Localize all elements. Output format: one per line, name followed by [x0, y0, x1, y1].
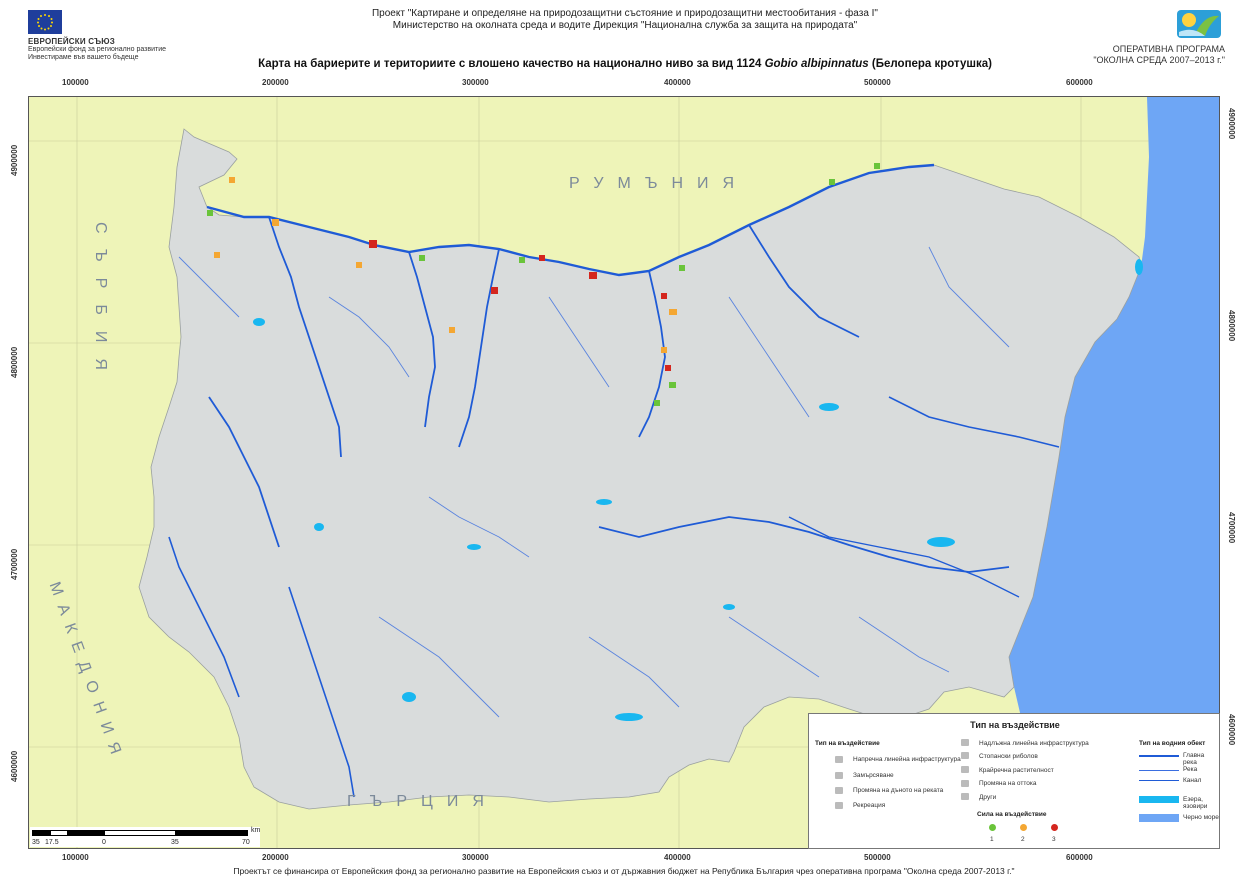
legend-impact-item: Други	[979, 794, 997, 801]
map-svg	[29, 97, 1219, 848]
x-tick-bottom: 500000	[864, 853, 891, 862]
scale-segment	[68, 830, 104, 836]
legend-impact-item: Рекреация	[853, 802, 886, 809]
x-tick-top: 100000	[62, 78, 89, 87]
y-tick-right: 4800000	[1227, 310, 1236, 342]
legend-impact-item: Замърсяване	[853, 772, 894, 779]
map-canvas[interactable]: РУМЪНИЯ СЪРБИЯ МАКЕДОНИЯ ГЪРЦИЯ	[28, 96, 1220, 849]
country-label-romania: РУМЪНИЯ	[569, 175, 749, 192]
impact-icon-longitudinal	[961, 739, 969, 746]
scale-segment	[50, 830, 68, 836]
impact-icon-pollution	[835, 772, 843, 779]
x-tick-top: 500000	[864, 78, 891, 87]
river-swatch	[1139, 770, 1179, 771]
y-tick-left: 4900000	[10, 144, 19, 176]
legend-panel: Тип на въздействие Тип на въздействие На…	[808, 713, 1220, 849]
project-header: Проект "Картиране и определяне на природ…	[300, 8, 950, 32]
legend-impact-item: Промяна на оттока	[979, 780, 1037, 787]
strength-2-icon	[1020, 824, 1027, 831]
legend-impact-item: Надлъжна линейна инфраструктура	[979, 740, 1089, 747]
footer-funding-note: Проектът се финансира от Европейския фон…	[233, 866, 1015, 876]
legend-title: Тип на въздействие	[970, 720, 1060, 730]
x-tick-top: 300000	[462, 78, 489, 87]
eu-flag-logo	[28, 10, 62, 34]
x-tick-top: 200000	[262, 78, 289, 87]
x-tick-bottom: 200000	[262, 853, 289, 862]
x-tick-bottom: 100000	[62, 853, 89, 862]
strength-1-icon	[989, 824, 996, 831]
black-sea	[1009, 97, 1219, 848]
op-line1: ОПЕРАТИВНА ПРОГРАМА	[1112, 44, 1225, 54]
legend-impact-header: Тип на въздействие	[815, 740, 880, 747]
eu-line2: Европейски фонд за регионално развитие	[28, 46, 167, 53]
eu-line3: Инвестираме във вашето бъдеще	[28, 54, 139, 61]
y-tick-right: 4600000	[1227, 714, 1236, 746]
scale-segment	[104, 830, 176, 836]
impact-markers	[207, 163, 880, 406]
legend-water-item: Черно море	[1183, 814, 1219, 821]
legend-water-item: Канал	[1183, 777, 1202, 784]
op-text: ОПЕРАТИВНА ПРОГРАМА "ОКОЛНА СРЕДА 2007–2…	[1040, 44, 1225, 66]
x-tick-bottom: 300000	[462, 853, 489, 862]
eu-text: ЕВРОПЕЙСКИ СЪЮЗ Европейски фонд за регио…	[28, 38, 218, 62]
legend-impact-item: Промяна на дъното на реката	[853, 787, 944, 794]
op-environment-logo	[1175, 8, 1223, 40]
main-rivers	[168, 163, 1060, 798]
lakes-reservoirs	[253, 259, 1143, 721]
legend-water-item: Езера, язовири	[1183, 796, 1208, 810]
minor-rivers	[178, 246, 1010, 718]
scale-bar: 35 17.5 0 35 70 km	[30, 827, 260, 847]
scale-label: 17.5	[45, 839, 59, 846]
legend-water-item: Река	[1183, 766, 1198, 773]
impact-icon-fishing	[961, 752, 969, 759]
impact-icon-vegetation	[961, 766, 969, 773]
strength-label: 1	[990, 836, 994, 843]
x-tick-top: 400000	[664, 78, 691, 87]
legend-strength-header: Сила на въздействие	[977, 811, 1047, 818]
y-tick-left: 4800000	[10, 346, 19, 378]
impact-icon-flow	[961, 780, 969, 787]
x-tick-bottom: 400000	[664, 853, 691, 862]
op-line2: "ОКОЛНА СРЕДА 2007–2013 г."	[1093, 55, 1225, 65]
legend-impact-item: Стопански риболов	[979, 753, 1038, 760]
country-label-greece: ГЪРЦИЯ	[347, 793, 498, 810]
main-river-swatch	[1139, 755, 1179, 757]
scale-label: 0	[102, 839, 106, 846]
scale-unit: km	[251, 827, 261, 834]
legend-impact-item: Крайречна растителност	[979, 767, 1054, 774]
y-tick-right: 4700000	[1227, 512, 1236, 544]
scale-segment	[176, 830, 248, 836]
canal-swatch	[1139, 780, 1179, 781]
project-line1: Проект "Картиране и определяне на природ…	[371, 8, 878, 19]
eu-line1: ЕВРОПЕЙСКИ СЪЮЗ	[28, 37, 115, 46]
map-title-prefix: Карта на бариерите и териториите с влоше…	[258, 58, 765, 70]
x-tick-bottom: 600000	[1066, 853, 1093, 862]
impact-icon-recreation	[835, 802, 843, 809]
strength-3-icon	[1051, 824, 1058, 831]
strength-label: 3	[1052, 836, 1056, 843]
impact-icon-other	[961, 793, 969, 800]
black-sea-swatch	[1139, 814, 1179, 822]
impact-icon-riverbed	[835, 787, 843, 794]
y-tick-left: 4600000	[10, 750, 19, 782]
map-title: Карта на бариерите и териториите с влоше…	[200, 58, 1050, 70]
scale-label: 70	[242, 839, 250, 846]
legend-water-header: Тип на водния обект	[1139, 740, 1206, 747]
x-tick-top: 600000	[1066, 78, 1093, 87]
scale-label: 35	[32, 839, 40, 846]
scale-segment	[32, 830, 50, 836]
map-title-species: Gobio albipinnatus	[764, 58, 869, 70]
lakes-swatch	[1139, 796, 1179, 803]
legend-water-item: Главна река	[1183, 752, 1205, 766]
impact-icon-transverse	[835, 756, 843, 763]
y-tick-left: 4700000	[10, 548, 19, 580]
y-tick-right: 4900000	[1227, 108, 1236, 140]
bulgaria-territory	[138, 128, 1142, 810]
project-line2: Министерство на околната среда и водите …	[392, 20, 858, 31]
map-title-suffix: (Белопера кротушка)	[868, 58, 992, 70]
country-label-serbia: СЪРБИЯ	[92, 222, 109, 386]
scale-label: 35	[171, 839, 179, 846]
legend-impact-item: Напречна линейна инфраструктура	[853, 756, 961, 763]
strength-label: 2	[1021, 836, 1025, 843]
